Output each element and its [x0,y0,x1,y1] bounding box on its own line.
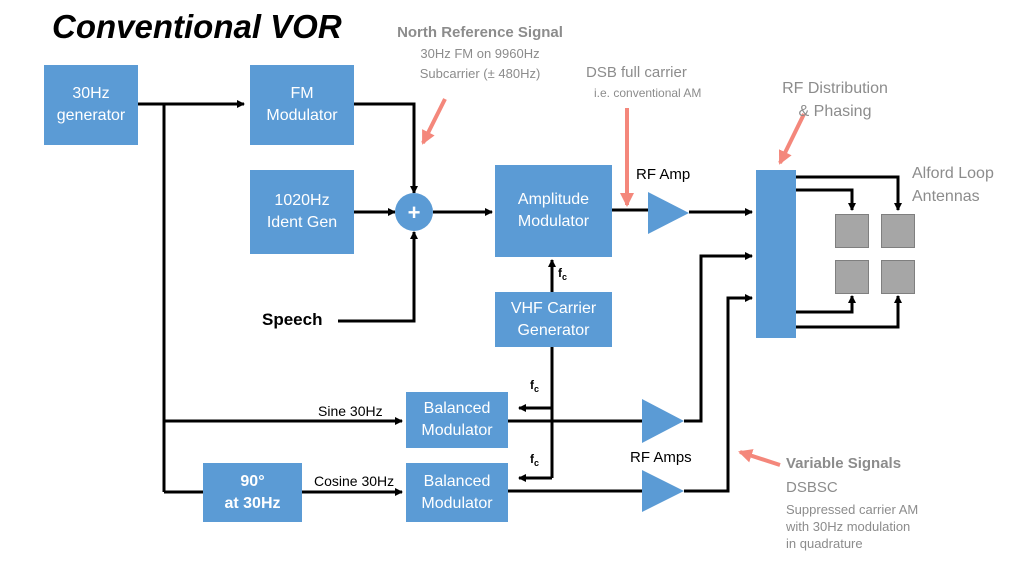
antenna-loop-3 [835,260,869,294]
summing-junction [395,193,433,231]
variable-signals-title: Variable Signals [786,455,902,472]
fc-subscript: c [534,458,540,468]
diagram-title: Conventional VOR [52,8,342,45]
fc-label-vhf: fc [558,266,567,282]
rf-amps-label: RF Amps [630,449,692,466]
rf-amp-triangle [648,192,689,234]
balanced-modulator-cosine-block: Balanced Modulator [406,463,508,522]
rf-amp-label: RF Amp [636,166,691,183]
amplitude-modulator-label: Amplitude Modulator [517,191,590,230]
antenna-loop-1 [835,214,869,248]
alford-loop-line2: Antennas [912,188,980,205]
rf-distribution-block [756,170,796,338]
amplitude-modulator-block: Amplitude Modulator [495,165,612,257]
dsbsc-label: DSBSC [786,479,838,496]
rf-amp-cosine-triangle [642,470,684,512]
fm-modulator-block: FM Modulator [250,65,354,145]
fc-label-cosine: fc [530,452,539,468]
rf-distribution-line1: RF Distribution [782,80,888,97]
suppressed-carrier-line1: Suppressed carrier AM [786,502,919,517]
fc-symbol: f [530,378,534,392]
fc-symbol: f [558,266,562,280]
generator-30hz-label: 30Hz generator [56,85,126,124]
balanced-modulator-sine-label: Balanced Modulator [421,400,493,439]
suppressed-carrier-line2: with 30Hz modulation [786,519,911,534]
sine-30hz-label: Sine 30Hz [318,403,383,419]
summing-junction-symbol: + [408,200,421,225]
balanced-modulator-cosine-label: Balanced Modulator [421,472,493,512]
north-ref-pointer [421,98,447,145]
fm-modulator-label: FM Modulator [266,85,338,124]
antenna-loop-4 [881,260,915,294]
alford-loop-line1: Alford Loop [912,165,994,182]
ident-gen-block: 1020Hz Ident Gen [250,170,354,254]
north-reference-line1: 30Hz FM on 9960Hz [420,46,540,61]
balanced-modulator-sine-block: Balanced Modulator [406,392,508,448]
vhf-carrier-generator-block: VHF Carrier Generator [495,292,612,347]
dsb-conventional-am: i.e. conventional AM [594,86,702,100]
phase-shift-90-block: 90° at 30Hz [203,463,302,522]
fc-symbol: f [530,452,534,466]
speech-label: Speech [262,310,323,329]
cosine-30hz-label: Cosine 30Hz [314,473,395,489]
antenna-loop-2 [881,214,915,248]
fc-label-sine: fc [530,378,539,394]
generator-30hz-block: 30Hz generator [44,65,138,145]
rf-dist-pointer [778,113,806,165]
ident-gen-label: 1020Hz Ident Gen [266,192,338,231]
phase-shift-90-label: 90° at 30Hz [224,472,281,512]
dsb-full-carrier-title: DSB full carrier [586,64,687,81]
north-reference-line2: Subcarrier (± 480Hz) [419,66,541,81]
fc-subscript: c [562,272,568,282]
rf-distribution-line2: & Phasing [798,103,872,120]
rf-amp-sine-triangle [642,399,684,443]
fc-subscript: c [534,384,540,394]
suppressed-carrier-line3: in quadrature [786,536,863,551]
vhf-carrier-generator-label: VHF Carrier Generator [510,299,597,339]
north-reference-title: North Reference Signal [397,24,563,41]
variable-signals-pointer [738,449,781,467]
